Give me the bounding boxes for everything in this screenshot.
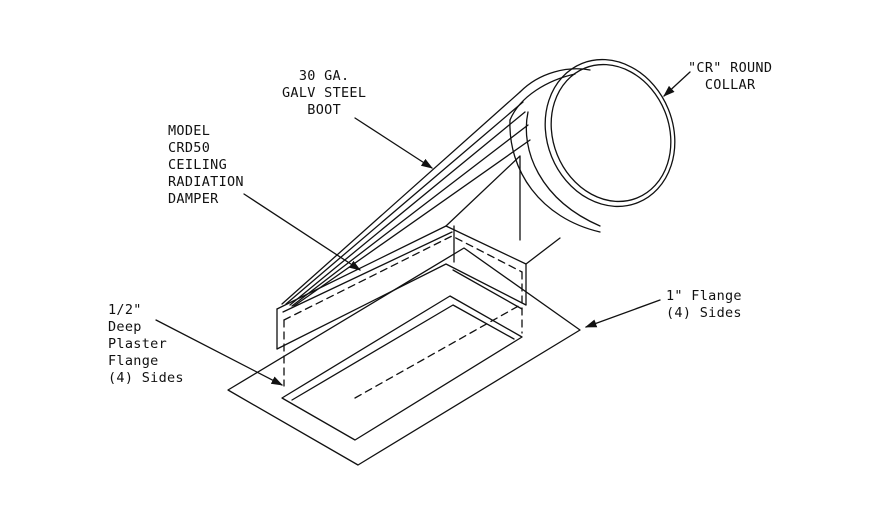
flange-label: 1" Flange (4) Sides xyxy=(666,288,742,321)
collar-label: "CR" ROUND COLLAR xyxy=(688,60,773,93)
plaster-flange-opening xyxy=(281,295,523,441)
collar-face xyxy=(544,58,676,208)
leader-damper xyxy=(243,193,361,271)
leader-flange xyxy=(584,299,661,328)
round-collar xyxy=(509,58,676,233)
damper-label: MODEL CRD50 CEILING RADIATION DAMPER xyxy=(168,123,244,207)
leader-plaster-flange xyxy=(155,319,284,386)
boot-transition xyxy=(281,91,561,307)
leader-boot xyxy=(354,117,433,169)
collar-face-inner xyxy=(550,63,672,203)
plaster-flange-inner-edge xyxy=(291,304,515,401)
damper-box xyxy=(276,225,527,350)
plaster-flange-label: 1/2" Deep Plaster Flange (4) Sides xyxy=(108,302,184,386)
leader-collar xyxy=(663,71,691,97)
outer-flange-plate xyxy=(227,247,581,466)
hidden-edges xyxy=(283,235,523,399)
boot-label: 30 GA. GALV STEEL BOOT xyxy=(282,68,367,118)
